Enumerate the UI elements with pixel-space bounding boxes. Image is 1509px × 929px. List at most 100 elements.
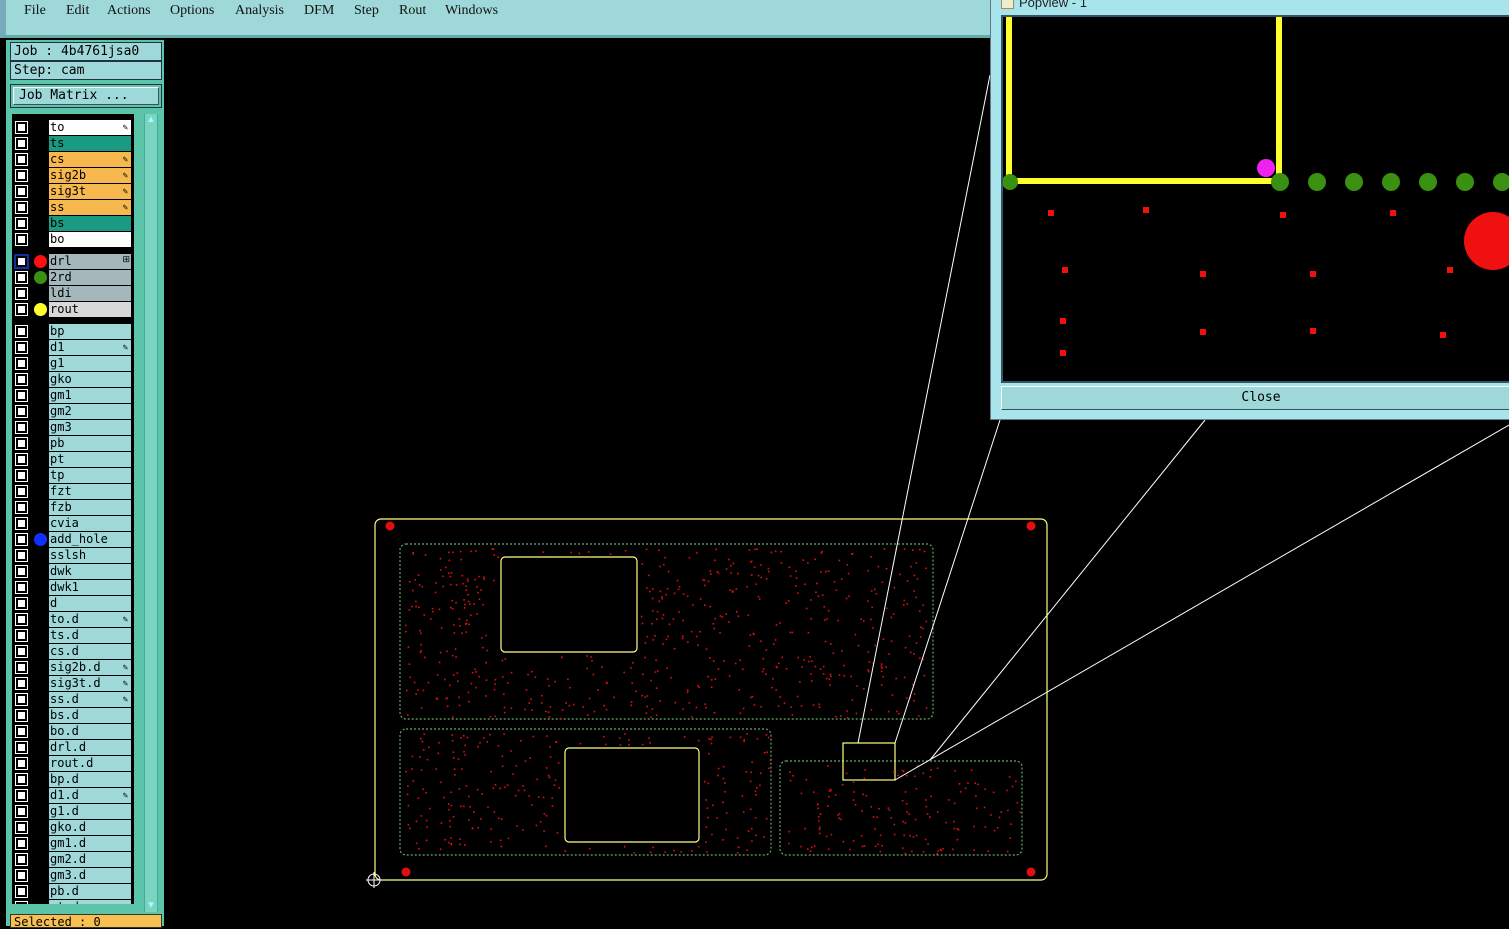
layer-checkbox[interactable] bbox=[15, 217, 28, 230]
layer-row-ts-d[interactable]: ts.d bbox=[12, 628, 134, 643]
layer-row-gm3[interactable]: gm3 bbox=[12, 420, 134, 435]
layer-row-g1-d[interactable]: g1.d bbox=[12, 804, 134, 819]
layer-checkbox[interactable] bbox=[15, 501, 28, 514]
layer-row-cs[interactable]: cs✎ bbox=[12, 152, 134, 167]
layer-checkbox[interactable] bbox=[15, 869, 28, 882]
menu-edit[interactable]: Edit bbox=[66, 3, 90, 18]
layer-checkbox[interactable] bbox=[15, 121, 28, 134]
layer-row-fzb[interactable]: fzb bbox=[12, 500, 134, 515]
layer-checkbox[interactable] bbox=[15, 741, 28, 754]
layer-row-pt[interactable]: pt bbox=[12, 452, 134, 467]
layer-checkbox[interactable] bbox=[15, 565, 28, 578]
layer-checkbox[interactable] bbox=[15, 709, 28, 722]
layer-row-dwk1[interactable]: dwk1 bbox=[12, 580, 134, 595]
layer-row-pb-d[interactable]: pb.d bbox=[12, 884, 134, 899]
layer-row-d1[interactable]: d1✎ bbox=[12, 340, 134, 355]
layer-checkbox[interactable] bbox=[15, 373, 28, 386]
layer-checkbox[interactable] bbox=[15, 629, 28, 642]
layer-row-rout-d[interactable]: rout.d bbox=[12, 756, 134, 771]
layer-checkbox[interactable] bbox=[15, 885, 28, 898]
layer-row-bp-d[interactable]: bp.d bbox=[12, 772, 134, 787]
layer-checkbox[interactable] bbox=[14, 254, 29, 269]
layer-checkbox[interactable] bbox=[15, 389, 28, 402]
layer-checkbox[interactable] bbox=[15, 303, 28, 316]
layer-checkbox[interactable] bbox=[15, 805, 28, 818]
layer-checkbox[interactable] bbox=[15, 153, 28, 166]
layer-row-add-hole[interactable]: add_hole bbox=[12, 532, 134, 547]
layer-row-gm2-d[interactable]: gm2.d bbox=[12, 852, 134, 867]
layer-checkbox[interactable] bbox=[15, 357, 28, 370]
layer-row-2rd[interactable]: 2rd bbox=[12, 270, 134, 285]
layer-checkbox[interactable] bbox=[15, 757, 28, 770]
layer-row-sig2b-d[interactable]: sig2b.d✎ bbox=[12, 660, 134, 675]
layer-checkbox[interactable] bbox=[15, 533, 28, 546]
menu-dfm[interactable]: DFM bbox=[304, 3, 335, 18]
layer-checkbox[interactable] bbox=[15, 185, 28, 198]
layer-row-pb[interactable]: pb bbox=[12, 436, 134, 451]
layer-checkbox[interactable] bbox=[15, 725, 28, 738]
layer-row-cvia[interactable]: cvia bbox=[12, 516, 134, 531]
layer-row-cs-d[interactable]: cs.d bbox=[12, 644, 134, 659]
layer-row-bs[interactable]: bs bbox=[12, 216, 134, 231]
layer-row-fzt[interactable]: fzt bbox=[12, 484, 134, 499]
layer-checkbox[interactable] bbox=[15, 581, 28, 594]
layer-row-to[interactable]: to✎ bbox=[12, 120, 134, 135]
layer-checkbox[interactable] bbox=[15, 613, 28, 626]
scroll-up-icon[interactable]: ▲ bbox=[146, 114, 156, 125]
layer-checkbox[interactable] bbox=[15, 437, 28, 450]
layer-row-drl-d[interactable]: drl.d bbox=[12, 740, 134, 755]
layer-checkbox[interactable] bbox=[15, 549, 28, 562]
layer-checkbox[interactable] bbox=[15, 405, 28, 418]
layer-checkbox[interactable] bbox=[15, 469, 28, 482]
layer-checkbox[interactable] bbox=[15, 773, 28, 786]
layer-checkbox[interactable] bbox=[15, 201, 28, 214]
layer-row-drl[interactable]: drl⊞ bbox=[12, 254, 134, 269]
layer-row-g1[interactable]: g1 bbox=[12, 356, 134, 371]
layer-checkbox[interactable] bbox=[15, 837, 28, 850]
layer-row-sig3t-d[interactable]: sig3t.d✎ bbox=[12, 676, 134, 691]
layer-row-tp[interactable]: tp bbox=[12, 468, 134, 483]
layer-row-gm1[interactable]: gm1 bbox=[12, 388, 134, 403]
layer-checkbox[interactable] bbox=[15, 645, 28, 658]
menu-options[interactable]: Options bbox=[170, 3, 215, 18]
layer-row-gm3-d[interactable]: gm3.d bbox=[12, 868, 134, 883]
layer-checkbox[interactable] bbox=[15, 901, 28, 904]
layer-row-ldi[interactable]: ldi bbox=[12, 286, 134, 301]
close-button[interactable]: Close bbox=[1001, 386, 1509, 410]
menu-analysis[interactable]: Analysis bbox=[235, 3, 284, 18]
layer-checkbox[interactable] bbox=[15, 137, 28, 150]
layer-list-scrollbar[interactable]: ▲ ▼ bbox=[144, 114, 158, 912]
layer-row-dwk[interactable]: dwk bbox=[12, 564, 134, 579]
menu-actions[interactable]: Actions bbox=[107, 3, 151, 18]
layer-row-sig2b[interactable]: sig2b✎ bbox=[12, 168, 134, 183]
layer-row-bs-d[interactable]: bs.d bbox=[12, 708, 134, 723]
menu-windows[interactable]: Windows bbox=[445, 3, 499, 18]
menu-file[interactable]: File bbox=[24, 3, 46, 18]
layer-checkbox[interactable] bbox=[15, 169, 28, 182]
layer-checkbox[interactable] bbox=[15, 789, 28, 802]
layer-row-to-d[interactable]: to.d✎ bbox=[12, 612, 134, 627]
layer-checkbox[interactable] bbox=[15, 421, 28, 434]
layer-row-ss[interactable]: ss✎ bbox=[12, 200, 134, 215]
layer-row-bo[interactable]: bo bbox=[12, 232, 134, 247]
layer-row-gm2[interactable]: gm2 bbox=[12, 404, 134, 419]
layer-row-bp[interactable]: bp bbox=[12, 324, 134, 339]
layer-checkbox[interactable] bbox=[15, 341, 28, 354]
layer-row-sslsh[interactable]: sslsh bbox=[12, 548, 134, 563]
menu-step[interactable]: Step bbox=[354, 3, 379, 18]
layer-checkbox[interactable] bbox=[15, 597, 28, 610]
layer-row-sig3t[interactable]: sig3t✎ bbox=[12, 184, 134, 199]
layer-row-pt-d[interactable]: pt.d bbox=[12, 900, 134, 904]
layer-row-d1-d[interactable]: d1.d✎ bbox=[12, 788, 134, 803]
layer-row-d[interactable]: d bbox=[12, 596, 134, 611]
layer-checkbox[interactable] bbox=[15, 287, 28, 300]
layer-checkbox[interactable] bbox=[15, 821, 28, 834]
layer-checkbox[interactable] bbox=[15, 661, 28, 674]
layer-checkbox[interactable] bbox=[15, 485, 28, 498]
layer-checkbox[interactable] bbox=[15, 271, 28, 284]
layer-row-rout[interactable]: rout bbox=[12, 302, 134, 317]
layer-row-ts[interactable]: ts bbox=[12, 136, 134, 151]
scroll-down-icon[interactable]: ▼ bbox=[146, 900, 156, 911]
layer-checkbox[interactable] bbox=[15, 233, 28, 246]
layer-row-gko[interactable]: gko bbox=[12, 372, 134, 387]
